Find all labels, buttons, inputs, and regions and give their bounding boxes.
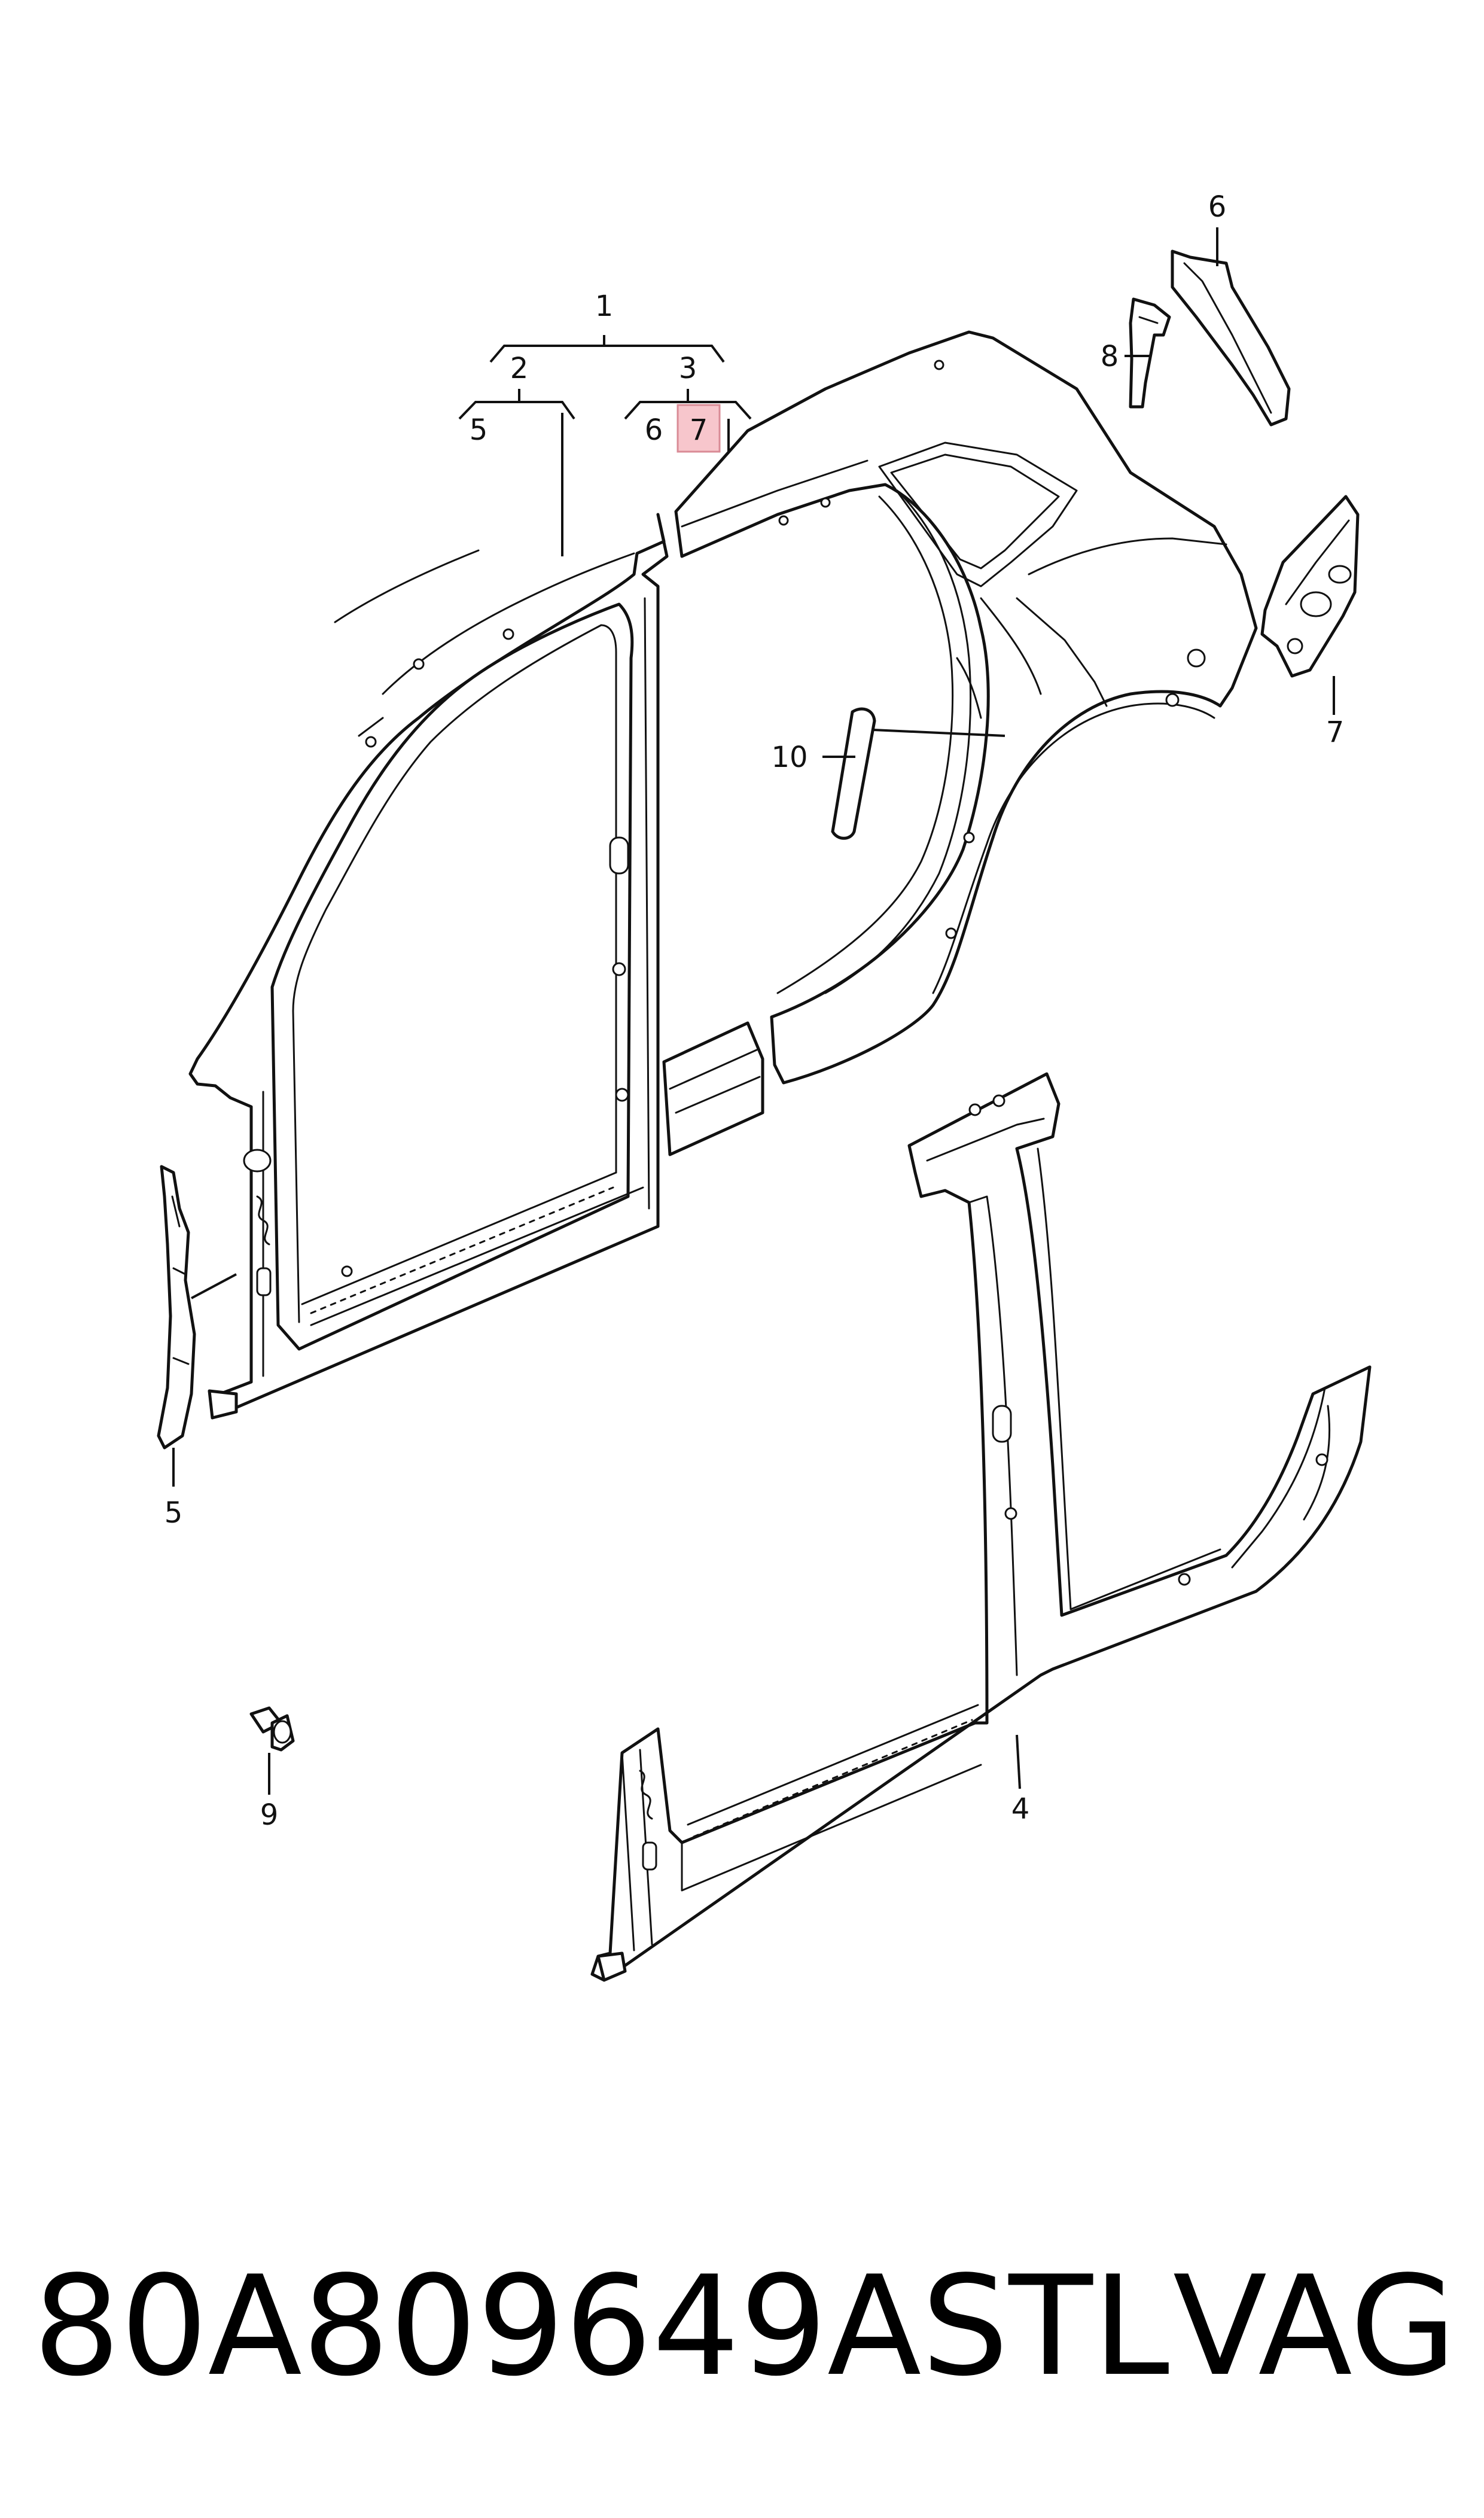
callout-10[interactable]: 10 — [771, 741, 807, 774]
callout-5-top[interactable]: 5 — [470, 413, 488, 447]
callout-tree — [458, 335, 752, 556]
part-5-bracket — [157, 1165, 237, 1487]
part-7-reinforcement — [1260, 495, 1360, 715]
callout-5[interactable]: 5 — [164, 1496, 183, 1530]
callout-2[interactable]: 2 — [510, 352, 529, 385]
part-number: 80A809649ASTL — [33, 2247, 1169, 2407]
callout-6[interactable]: 6 — [1208, 190, 1227, 224]
part-2-front-side-panel — [188, 513, 764, 1420]
part-8-bracket — [1125, 297, 1171, 409]
callout-7[interactable]: 7 — [1326, 715, 1345, 749]
part-3-rear-side-panel — [674, 330, 1258, 1085]
callout-7-top[interactable]: 7 — [690, 413, 708, 447]
callout-8[interactable]: 8 — [1101, 340, 1119, 373]
part-9-bolt — [249, 1706, 295, 1795]
callout-4[interactable]: 4 — [1011, 1792, 1030, 1826]
callout-3[interactable]: 3 — [679, 352, 697, 385]
callout-1[interactable]: 1 — [595, 290, 614, 323]
callout-7-highlight-box — [677, 404, 721, 453]
part-10-trim-strip — [822, 707, 1005, 840]
callout-9[interactable]: 9 — [260, 1798, 279, 1832]
footer: 80A809649ASTL VAG — [33, 2249, 1456, 2405]
part-4-inner-side-panel — [590, 1072, 1372, 1982]
part-6-bracket — [1171, 227, 1291, 427]
brand-name: VAG — [1172, 2247, 1456, 2407]
callout-6-top[interactable]: 6 — [645, 413, 663, 447]
